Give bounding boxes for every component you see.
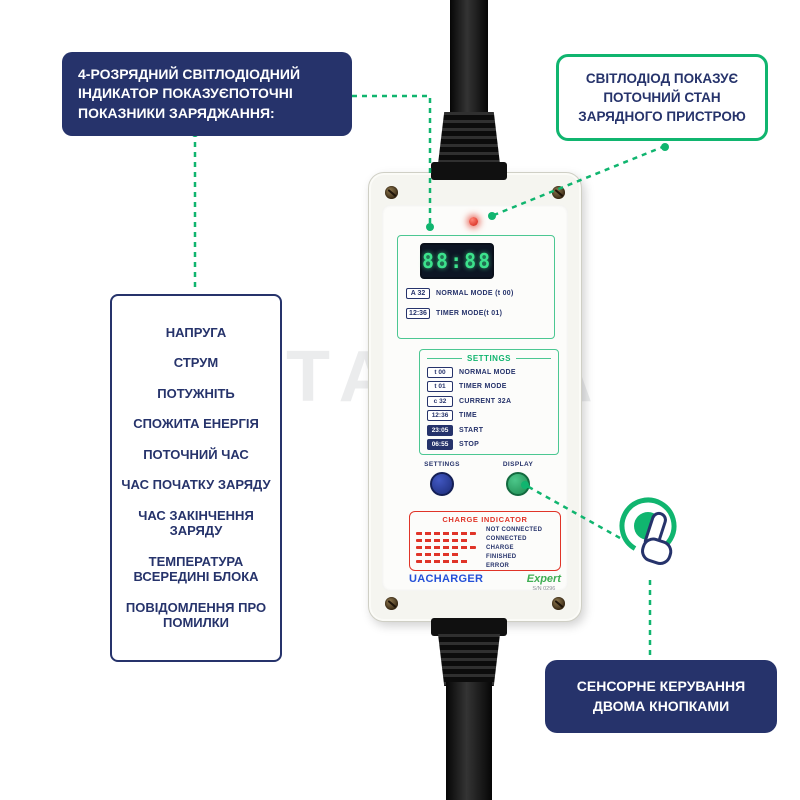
- settings-row: t 01 TIMER MODE: [427, 381, 551, 392]
- brand-logo: UACHARGER: [409, 573, 484, 585]
- metric-item: ЧАС ПОЧАТКУ ЗАРЯДУ: [121, 477, 271, 493]
- settings-row: 23:05 START: [427, 424, 551, 436]
- settings-title-text: SETTINGS: [467, 354, 512, 363]
- display-button[interactable]: [506, 472, 530, 496]
- cable-gland-nut-bottom: [431, 618, 507, 636]
- setting-value: 23:05: [427, 424, 453, 436]
- metric-item: СПОЖИТА ЕНЕРГІЯ: [133, 416, 259, 432]
- metric-item: НАПРУГА: [165, 324, 227, 340]
- status-led-icon: [469, 217, 478, 226]
- mode-row: A 32 NORMAL MODE (t 00): [406, 288, 546, 299]
- screw-icon: [552, 597, 565, 610]
- charge-led-pattern: [416, 526, 480, 571]
- settings-row: t 00 NORMAL MODE: [427, 366, 551, 378]
- screw-icon: [385, 186, 398, 199]
- setting-label: CURRENT 32A: [459, 397, 512, 405]
- charge-state: CHARGE: [486, 545, 514, 551]
- charge-indicator-section: CHARGE INDICATOR NOT CONNECTED CONNECTED…: [409, 511, 561, 571]
- callout-led-indicator-text: 4-РОЗРЯДНИЙ СВІТЛОДІОДНИЙ ІНДИКАТОР ПОКА…: [78, 66, 301, 121]
- brand-series: Expert S/N 0296: [527, 573, 561, 592]
- mode-label: NORMAL MODE (t 00): [436, 290, 514, 297]
- metric-item: ТЕМПЕРАТУРА ВСЕРЕДИНІ БЛОКА: [133, 553, 259, 585]
- divider: [516, 358, 552, 359]
- settings-row: c 32 CURRENT 32A: [427, 395, 551, 407]
- callout-led-indicator: 4-РОЗРЯДНИЙ СВІТЛОДІОДНИЙ ІНДИКАТОР ПОКА…: [62, 52, 352, 136]
- metrics-list: НАПРУГА СТРУМ ПОТУЖНІТЬ СПОЖИТА ЕНЕРГІЯ …: [110, 294, 282, 662]
- settings-row: 06:55 STOP: [427, 439, 551, 450]
- charge-state: NOT CONNECTED: [486, 527, 543, 533]
- screw-icon: [385, 597, 398, 610]
- led-pattern-row: [416, 531, 476, 535]
- settings-button-group: SETTINGS: [419, 461, 465, 496]
- brand-row: UACHARGER Expert S/N 0296: [409, 573, 561, 592]
- brand-series-name: Expert: [526, 573, 561, 585]
- display-button-label: DISPLAY: [502, 461, 534, 468]
- charge-indicator-content: NOT CONNECTED CONNECTED CHARGE FINISHED …: [416, 526, 554, 571]
- metric-item: ПОТУЖНІТЬ: [157, 385, 235, 401]
- setting-value: 12:36: [427, 410, 453, 421]
- mode-value: A 32: [406, 288, 430, 299]
- power-cable-top: [450, 0, 488, 118]
- callout-touch-control-text: СЕНСОРНЕ КЕРУВАННЯ ДВОМА КНОПКАМИ: [576, 678, 746, 715]
- setting-value: 06:55: [427, 439, 453, 450]
- setting-label: START: [459, 426, 484, 434]
- metric-item: ПОТОЧНИЙ ЧАС: [143, 446, 249, 462]
- charge-states-list: NOT CONNECTED CONNECTED CHARGE FINISHED …: [480, 526, 554, 571]
- settings-row: 12:36 TIME: [427, 410, 551, 421]
- seven-segment-display: 88:88: [420, 243, 494, 279]
- setting-value: c 32: [427, 395, 453, 407]
- callout-led-status-text: СВІТЛОДІОД ПОКАЗУЄ ПОТОЧНИЙ СТАН ЗАРЯДНО…: [578, 71, 746, 125]
- settings-title: SETTINGS: [427, 354, 552, 363]
- led-pattern-row: [416, 545, 476, 549]
- metric-item: СТРУМ: [173, 355, 219, 371]
- metric-item: ЧАС ЗАКІНЧЕННЯ ЗАРЯДУ: [138, 507, 254, 539]
- mode-value: 12:36: [406, 308, 430, 319]
- power-cable-bottom: [446, 682, 492, 800]
- charger-device: 88:88 A 32 NORMAL MODE (t 00) 12:36 TIME…: [368, 172, 582, 622]
- setting-label: TIMER MODE: [459, 383, 507, 390]
- charge-state: FINISHED: [486, 554, 517, 560]
- cable-gland-bottom: [438, 634, 500, 686]
- setting-label: NORMAL MODE: [459, 368, 516, 376]
- charge-indicator-title: CHARGE INDICATOR: [442, 515, 528, 524]
- mode-row: 12:36 TIMER MODE(t 01): [406, 308, 546, 319]
- display-section: 88:88 A 32 NORMAL MODE (t 00) 12:36 TIME…: [397, 235, 555, 339]
- divider: [427, 358, 462, 359]
- charge-state: ERROR: [486, 563, 510, 569]
- settings-button-label: SETTINGS: [424, 461, 460, 468]
- cable-gland-nut-top: [431, 162, 507, 180]
- screw-icon: [552, 186, 565, 199]
- setting-value: t 01: [427, 381, 453, 392]
- setting-value: t 00: [427, 366, 453, 378]
- cable-gland-top: [438, 112, 500, 164]
- mode-label: TIMER MODE(t 01): [436, 310, 503, 317]
- led-pattern-row: [416, 559, 468, 563]
- setting-label: TIME: [459, 412, 477, 419]
- serial-number: S/N 0296: [532, 586, 556, 592]
- led-pattern-row: [416, 552, 460, 556]
- settings-button[interactable]: [430, 472, 454, 496]
- setting-label: STOP: [459, 441, 480, 448]
- metric-item: ПОВІДОМЛЕННЯ ПРО ПОМИЛКИ: [125, 599, 267, 631]
- led-pattern-row: [416, 538, 468, 542]
- callout-touch-control: СЕНСОРНЕ КЕРУВАННЯ ДВОМА КНОПКАМИ: [545, 660, 777, 733]
- charge-state: CONNECTED: [486, 536, 527, 542]
- display-button-group: DISPLAY: [495, 461, 541, 496]
- settings-section: SETTINGS t 00 NORMAL MODE t 01 TIMER MOD…: [419, 349, 559, 455]
- callout-led-status: СВІТЛОДІОД ПОКАЗУЄ ПОТОЧНИЙ СТАН ЗАРЯДНО…: [556, 54, 768, 142]
- touch-tap-icon: [612, 492, 692, 589]
